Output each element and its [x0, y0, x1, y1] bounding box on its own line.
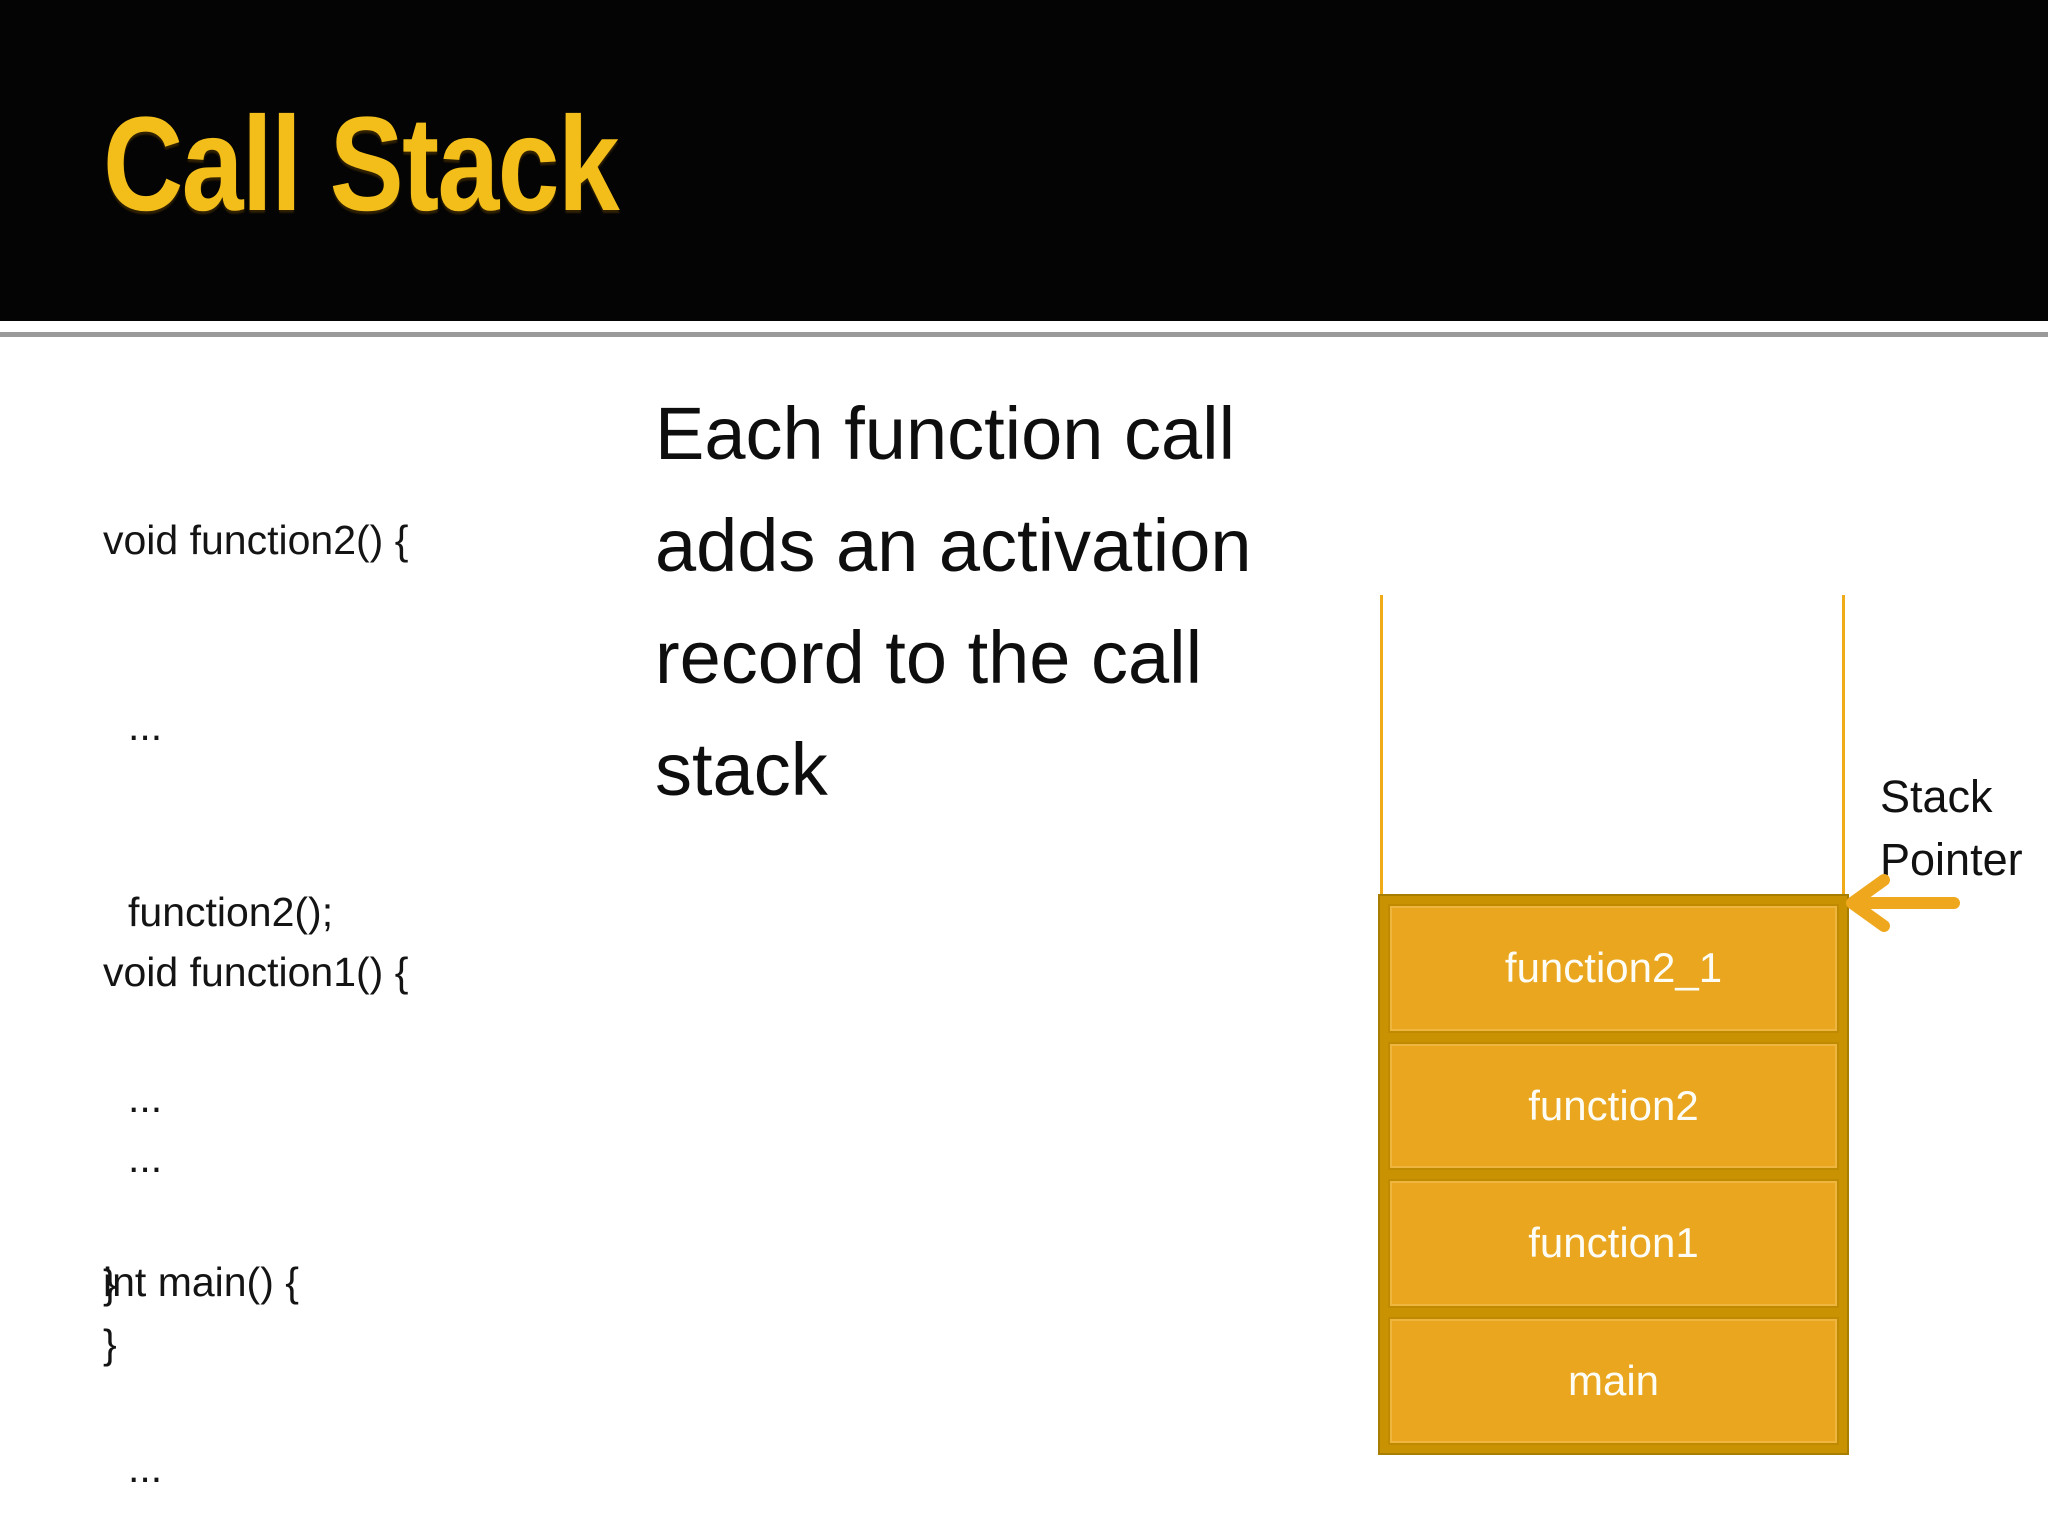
- header-divider: [0, 332, 2048, 337]
- code-line: int main() {: [103, 1259, 299, 1305]
- body-text: Each function call adds an activation re…: [655, 378, 1252, 826]
- page-title: Call Stack: [103, 90, 620, 239]
- stack-pointer-label-line: Pointer: [1880, 834, 2023, 885]
- code-line: function2();: [128, 889, 334, 935]
- code-line: ...: [128, 1135, 163, 1181]
- body-text-line: Each function call: [655, 392, 1236, 475]
- header-banner: Call Stack: [0, 0, 2048, 321]
- code-line: }: [103, 1321, 117, 1367]
- body-text-line: record to the call: [655, 616, 1203, 699]
- code-line: }: [103, 1261, 117, 1307]
- body-text-line: adds an activation: [655, 504, 1252, 587]
- call-stack-diagram: function2_1 function2 function1 main: [1378, 894, 1849, 1455]
- code-line: void function1() {: [103, 949, 409, 995]
- stack-guide-line-left: [1380, 595, 1383, 895]
- stack-pointer-label-line: Stack: [1880, 771, 1993, 822]
- code-line: ...: [128, 703, 163, 749]
- stack-pointer-label: Stack Pointer: [1880, 765, 2023, 891]
- code-line: void function2() {: [103, 517, 409, 563]
- stack-frame: function2: [1388, 1041, 1839, 1170]
- stack-pointer-arrow-icon: [1846, 874, 1960, 932]
- code-block-main: int main() { ... function1(); ... }: [103, 1127, 333, 1536]
- stack-frame: function1: [1388, 1179, 1839, 1308]
- code-line: ...: [128, 1075, 163, 1121]
- code-block-function2: void function2() { ... function2(); ... …: [103, 385, 408, 1439]
- code-line: ...: [128, 1445, 163, 1491]
- code-block-function1: void function1() { ... }: [103, 817, 408, 1499]
- stack-frame: function2_1: [1388, 904, 1839, 1033]
- body-text-line: stack: [655, 728, 828, 811]
- stack-frame: main: [1388, 1316, 1839, 1445]
- stack-guide-line-right: [1842, 595, 1845, 895]
